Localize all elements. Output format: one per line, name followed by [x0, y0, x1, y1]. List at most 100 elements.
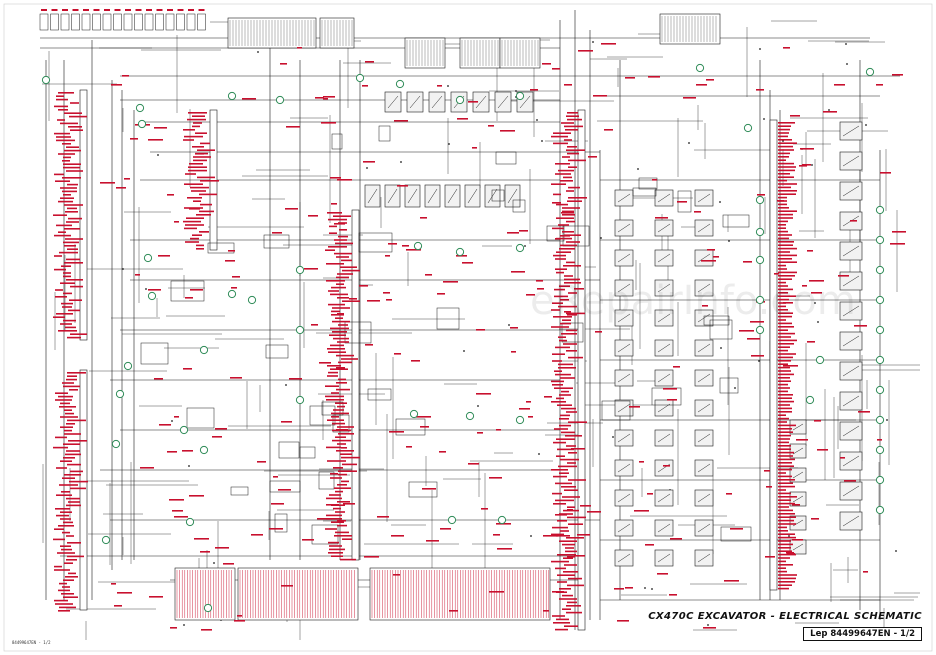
wire-label — [64, 228, 80, 230]
wire-label — [64, 204, 83, 206]
wire-label — [60, 187, 77, 189]
wire-label — [566, 241, 580, 243]
relay-contact — [697, 373, 711, 383]
wire-label — [411, 360, 420, 362]
relay-contact — [842, 305, 860, 317]
wire-label — [185, 173, 196, 175]
wire-label — [564, 275, 573, 277]
relay-contact — [792, 543, 804, 551]
wire-label — [53, 446, 68, 449]
wire-label — [60, 197, 74, 199]
wire-label — [554, 428, 568, 430]
wire-label — [567, 601, 577, 604]
wire-label — [60, 511, 72, 513]
relay-contact — [697, 253, 711, 263]
fuse — [176, 13, 185, 31]
wire-label — [551, 401, 566, 403]
wire-label — [174, 416, 179, 418]
component-box — [269, 480, 301, 493]
component-box — [299, 446, 316, 459]
wire-label — [511, 271, 525, 273]
wire-label — [149, 596, 163, 598]
wire-label — [317, 518, 332, 520]
wire-label — [564, 282, 581, 284]
wire-label — [330, 344, 344, 347]
component-marker — [743, 123, 753, 133]
wire-label — [778, 329, 788, 331]
wire-label — [796, 439, 808, 441]
wire-label — [212, 436, 222, 438]
wire-label — [629, 406, 640, 408]
wire-label — [557, 574, 575, 576]
wire-label — [778, 400, 794, 403]
wire-label — [566, 312, 585, 315]
wire-label — [377, 516, 389, 518]
wire-label — [726, 493, 732, 495]
wire-label — [64, 409, 72, 411]
wire-label — [778, 489, 786, 491]
junction-dot — [122, 268, 124, 270]
wire-label — [440, 528, 451, 530]
wire-label — [186, 217, 204, 219]
wire-label — [670, 538, 682, 540]
wire-label — [778, 411, 792, 413]
wire-label — [54, 565, 62, 568]
wire-label — [778, 387, 790, 389]
wire-label — [257, 461, 266, 463]
junction-dot — [188, 465, 190, 467]
wire-label — [778, 509, 793, 512]
wire-label — [778, 336, 791, 338]
junction-dot — [592, 41, 594, 43]
wire-label — [66, 221, 79, 223]
wire-label — [477, 432, 483, 434]
wire-label — [552, 202, 561, 204]
wire-label — [60, 460, 72, 462]
relay-contact — [657, 373, 671, 383]
wire-label — [778, 343, 794, 345]
relay-contact — [519, 95, 531, 109]
wire-label — [778, 169, 795, 172]
component-marker — [455, 247, 465, 257]
wire-label — [148, 139, 163, 141]
wire-label — [335, 436, 346, 438]
wire-label — [566, 411, 577, 413]
wire-label — [334, 487, 351, 489]
wire-label — [543, 535, 558, 537]
relay-contact — [409, 95, 421, 109]
relay-contact — [617, 493, 631, 503]
wire-label — [553, 475, 567, 478]
wire-label — [778, 183, 797, 185]
wire-label — [778, 363, 788, 365]
component-marker — [875, 505, 885, 515]
wire-label — [228, 250, 235, 252]
wire-label — [778, 145, 793, 148]
wire-label — [555, 163, 570, 165]
wire-label — [59, 582, 67, 585]
junction-dot — [845, 43, 847, 45]
wire-label — [778, 179, 787, 182]
wire-label — [342, 300, 360, 302]
wire-label — [199, 193, 217, 196]
wire-label — [566, 605, 581, 607]
wire-label — [488, 125, 494, 127]
wire-label — [553, 132, 571, 134]
wire-label — [778, 196, 787, 199]
wire-label — [64, 149, 81, 152]
wire-label — [568, 159, 586, 162]
wire-label — [197, 176, 215, 179]
wire-label — [58, 109, 68, 111]
wire-label — [363, 161, 375, 163]
wire-label — [61, 548, 72, 551]
wire-label — [778, 479, 795, 481]
wire-label — [560, 322, 571, 325]
relay-contact — [617, 313, 631, 323]
wire-label — [192, 234, 202, 236]
component-marker — [185, 517, 195, 527]
relay-contact — [842, 335, 860, 347]
wire-label — [196, 214, 211, 216]
wire-label — [215, 547, 229, 549]
wire-label — [778, 448, 791, 450]
component-box — [358, 232, 393, 253]
wire-label — [336, 367, 345, 369]
